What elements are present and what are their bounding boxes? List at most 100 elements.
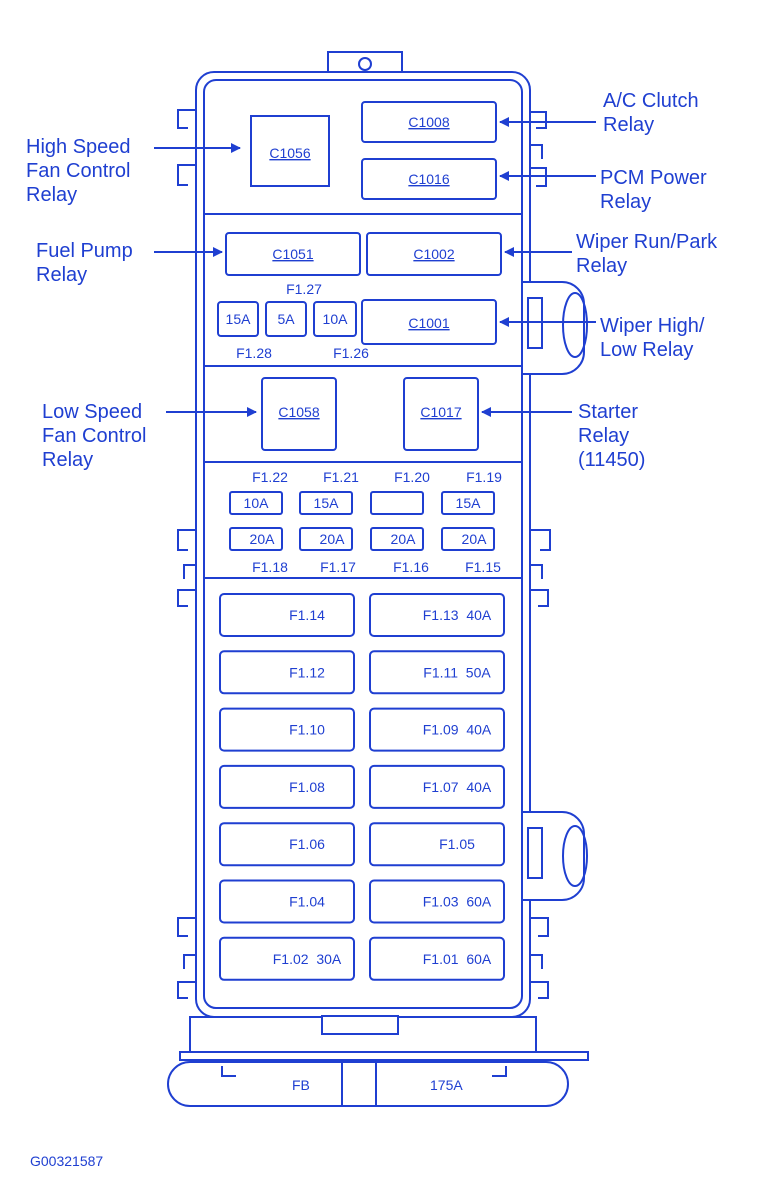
relay-c1002-label: C1002 xyxy=(413,246,454,262)
mini-fuse-label: F1.22 xyxy=(252,469,288,485)
relay-c1008-label: C1008 xyxy=(408,114,449,130)
mini-fuse xyxy=(370,527,424,551)
maxi-fuse-label: F1.14 xyxy=(289,607,325,623)
maxi-fuse-label: F1.03 60A xyxy=(423,894,492,910)
mini-fuse-value: 10A xyxy=(244,495,270,511)
callout-text: Relay xyxy=(600,191,651,213)
mini-fuse-value: 20A xyxy=(391,531,417,547)
maxi-fuse xyxy=(219,936,355,981)
callout-text: Wiper High/ xyxy=(600,315,705,337)
mini-fuse-label: F1.18 xyxy=(252,559,288,575)
mini-fuse-value: 20A xyxy=(320,531,346,547)
maxi-fuse xyxy=(219,593,355,637)
maxi-fuse-label: F1.04 xyxy=(289,894,325,910)
maxi-fuse xyxy=(219,707,355,752)
mini-fuse xyxy=(370,491,424,515)
relay-c1051-label: C1051 xyxy=(272,246,313,262)
side-clip xyxy=(530,144,543,159)
side-clip xyxy=(530,917,549,937)
base-plate xyxy=(167,1061,569,1107)
mini-fuse-value: 15A xyxy=(456,495,482,511)
callout-text: Fan Control xyxy=(26,160,131,182)
mini-fuse-label: F1.21 xyxy=(323,469,359,485)
fuse-f126-value: 10A xyxy=(323,311,349,327)
base-fb-label: FB xyxy=(292,1077,310,1093)
callout-wiper-run: Wiper Run/Park Relay xyxy=(576,231,718,277)
side-clip xyxy=(530,981,549,999)
side-clip xyxy=(177,109,196,129)
relay-c1008 xyxy=(361,101,497,143)
maxi-fuse xyxy=(219,822,355,867)
side-clip xyxy=(177,917,196,937)
fuse-f127-value: 5A xyxy=(277,311,295,327)
maxi-fuse xyxy=(369,936,505,981)
maxi-fuse-label: F1.12 xyxy=(289,664,325,680)
fuse-f128-label: F1.28 xyxy=(236,345,272,361)
mini-fuse-label: F1.15 xyxy=(465,559,501,575)
callout-text: Fuel Pump xyxy=(36,240,133,262)
mini-fuse-value: 15A xyxy=(314,495,340,511)
callout-starter: Starter Relay (11450) xyxy=(578,401,645,471)
mini-fuse xyxy=(299,491,353,515)
relay-c1051 xyxy=(225,232,361,276)
relay-c1058 xyxy=(261,377,337,451)
callout-text: Fan Control xyxy=(42,425,147,447)
side-clip xyxy=(183,564,196,579)
callout-text: Relay xyxy=(603,114,654,136)
connector-slot xyxy=(527,827,543,879)
callout-ac-clutch: A/C Clutch Relay xyxy=(603,90,699,136)
fuse-f127 xyxy=(265,301,307,337)
connector-latch xyxy=(562,292,588,358)
side-clip xyxy=(530,564,543,579)
callout-pcm-power: PCM Power Relay xyxy=(600,167,707,213)
fuse-box-inner xyxy=(203,79,523,1009)
maxi-fuse xyxy=(369,822,505,867)
mini-fuse-row-top: 10A 15A 15A xyxy=(229,491,495,515)
callout-text: Low Speed xyxy=(42,401,142,423)
base-divider xyxy=(341,1061,377,1107)
callout-text: Relay xyxy=(26,184,77,206)
maxi-fuse-label: F1.08 xyxy=(289,779,325,795)
maxi-fuse-label: F1.01 60A xyxy=(423,951,492,967)
mini-fuse-value: 20A xyxy=(250,531,276,547)
mini-fuse xyxy=(229,491,283,515)
mini-fuse-label: F1.20 xyxy=(394,469,430,485)
maxi-fuse xyxy=(369,879,505,924)
relay-c1017 xyxy=(403,377,479,451)
maxi-fuse-label: F1.02 30A xyxy=(273,951,342,967)
base-mark xyxy=(221,1066,236,1077)
base-amp-label: 175A xyxy=(430,1077,463,1093)
side-clip xyxy=(530,589,549,607)
top-tab-hole xyxy=(358,57,372,71)
maxi-fuse-label: F1.05 xyxy=(439,836,475,852)
callout-text: PCM Power xyxy=(600,167,707,189)
side-clip xyxy=(177,529,196,551)
callout-fuel-pump: Fuel Pump Relay xyxy=(36,240,133,286)
mini-fuse-bottom-labels: F1.18 F1.17 F1.16 F1.15 xyxy=(252,559,501,575)
maxi-fuse-label: F1.11 50A xyxy=(423,664,491,680)
relay-c1002 xyxy=(366,232,502,276)
maxi-fuse xyxy=(219,764,355,809)
mini-fuse-label: F1.17 xyxy=(320,559,356,575)
side-connector xyxy=(521,281,585,375)
fuse-f127-label: F1.27 xyxy=(286,281,322,297)
fuse-f126 xyxy=(313,301,357,337)
relay-c1056 xyxy=(250,115,330,187)
side-clip xyxy=(183,954,196,969)
maxi-fuse xyxy=(219,879,355,924)
relay-c1001-label: C1001 xyxy=(408,315,449,331)
maxi-fuse-label: F1.10 xyxy=(289,722,325,738)
side-clip xyxy=(530,954,543,969)
fuse-f126-label: F1.26 xyxy=(333,345,369,361)
relay-c1058-label: C1058 xyxy=(278,404,319,420)
mini-fuse xyxy=(229,527,283,551)
connector-latch xyxy=(562,825,588,887)
callout-text: Low Relay xyxy=(600,339,693,361)
relay-c1017-label: C1017 xyxy=(420,404,461,420)
maxi-fuse-label: F1.06 xyxy=(289,836,325,852)
mini-fuse xyxy=(299,527,353,551)
callout-text: (11450) xyxy=(578,449,645,471)
